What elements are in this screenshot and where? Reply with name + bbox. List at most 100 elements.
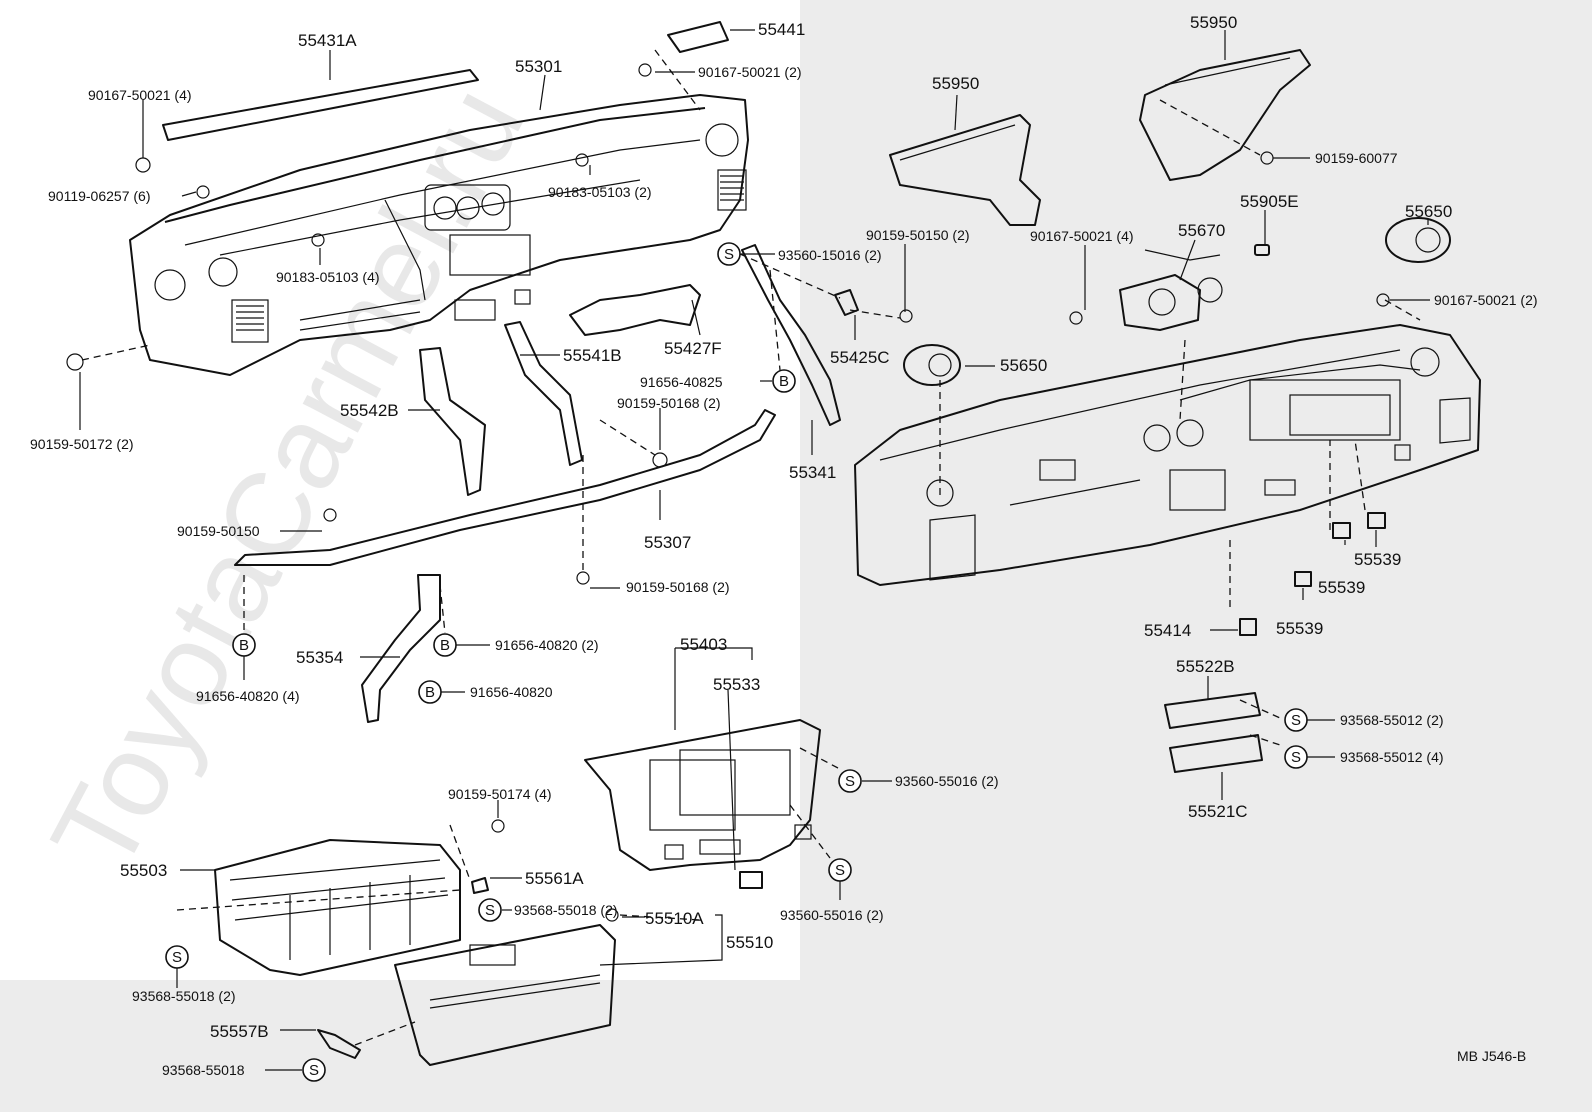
circle-s-marker: S	[302, 1058, 326, 1082]
label-93560-15016: 93560-15016 (2)	[778, 247, 882, 263]
label-93568-55018-2b: 93568-55018 (2)	[132, 988, 236, 1004]
label-55341: 55341	[789, 463, 836, 482]
label-93568-55012-4: 93568-55012 (4)	[1340, 749, 1444, 765]
leader-lines	[79, 29, 1430, 1071]
circle-s-marker: S	[828, 858, 852, 882]
bolt-icons	[66, 63, 1390, 922]
diagram-background-panel	[0, 0, 800, 980]
label-55425C: 55425C	[830, 348, 890, 367]
cover-55441	[667, 21, 729, 53]
label-90167-50021-4-top: 90167-50021 (4)	[88, 87, 192, 103]
cover-55533	[739, 871, 763, 889]
reinforcement-55307	[234, 409, 776, 566]
register-55670	[1119, 249, 1223, 331]
label-55541B: 55541B	[563, 346, 622, 365]
svg-text:S: S	[1291, 712, 1301, 729]
label-55503: 55503	[120, 861, 167, 880]
circle-b-marker: B	[418, 680, 442, 704]
latch-55561A	[471, 877, 489, 894]
circle-s-marker: S	[165, 945, 189, 969]
glove-box-55503	[214, 839, 461, 976]
label-55441: 55441	[758, 20, 805, 39]
bracket-55542B	[419, 347, 486, 496]
label-55557B: 55557B	[210, 1022, 269, 1041]
label-55521C: 55521C	[1188, 802, 1248, 821]
label-90159-50150-left: 90159-50150	[177, 523, 260, 539]
label-93568-55018-2a: 93568-55018 (2)	[514, 902, 618, 918]
ashtray-55521C	[1169, 734, 1263, 773]
strip-55431A	[162, 69, 479, 141]
label-90183-05103-4: 90183-05103 (4)	[276, 269, 380, 285]
cluster-finish-panel-55403	[584, 719, 821, 871]
switch-55539-a	[1332, 522, 1351, 539]
label-55650-right: 55650	[1405, 202, 1452, 221]
label-90167-50021-2-right: 90167-50021 (2)	[1434, 292, 1538, 308]
label-55403: 55403	[680, 635, 727, 654]
label-55427F: 55427F	[664, 339, 722, 358]
stopper-55557B	[317, 1029, 361, 1059]
label-55539-a: 55539	[1354, 550, 1401, 569]
label-90183-05103-2: 90183-05103 (2)	[548, 184, 652, 200]
label-55431A: 55431A	[298, 31, 357, 50]
label-90167-50021-2-top: 90167-50021 (2)	[698, 64, 802, 80]
label-55414: 55414	[1144, 621, 1191, 640]
label-55670: 55670	[1178, 221, 1225, 240]
brace-55354	[361, 574, 441, 723]
label-55510A: 55510A	[645, 909, 704, 928]
label-90159-50172: 90159-50172 (2)	[30, 436, 134, 452]
label-55301: 55301	[515, 57, 562, 76]
circle-b-marker: B	[232, 633, 256, 657]
svg-text:S: S	[845, 773, 855, 790]
circle-b-marker: B	[433, 633, 457, 657]
label-90119-06257: 90119-06257 (6)	[48, 188, 150, 204]
svg-text:B: B	[440, 637, 450, 654]
label-91656-40820-4: 91656-40820 (4)	[196, 688, 300, 704]
label-90167-50021-4-right: 90167-50021 (4)	[1030, 228, 1134, 244]
circle-s-marker: S	[1284, 745, 1308, 769]
label-90159-50168-top: 90159-50168 (2)	[617, 395, 721, 411]
svg-text:B: B	[425, 684, 435, 701]
label-93560-55016-b: 93560-55016 (2)	[780, 907, 884, 923]
svg-text:B: B	[779, 373, 789, 390]
label-55307: 55307	[644, 533, 691, 552]
label-93568-55012-2: 93568-55012 (2)	[1340, 712, 1444, 728]
label-90159-50150-2: 90159-50150 (2)	[866, 227, 970, 243]
bracket-55427F	[569, 284, 701, 336]
circle-s-marker: S	[717, 242, 741, 266]
svg-text:S: S	[485, 902, 495, 919]
vent-duct-55950-mid	[889, 114, 1041, 226]
register-55650-right	[1385, 217, 1451, 263]
clip-55905E	[1254, 244, 1270, 256]
part-labels: 55431A 55301 55441 90167-50021 (4) 90167…	[30, 13, 1538, 1078]
footer-code: MB J546-B	[1457, 1048, 1526, 1064]
label-91656-40820-2: 91656-40820 (2)	[495, 637, 599, 653]
svg-text:B: B	[239, 637, 249, 654]
label-55354: 55354	[296, 648, 343, 667]
label-55905E: 55905E	[1240, 192, 1299, 211]
circle-s-marker: S	[478, 898, 502, 922]
assembled-dashboard-drawing	[854, 324, 1481, 586]
vent-duct-55950-top	[1139, 49, 1311, 181]
svg-text:S: S	[1291, 749, 1301, 766]
label-55522B: 55522B	[1176, 657, 1235, 676]
label-55542B: 55542B	[340, 401, 399, 420]
switch-55539-c	[1294, 571, 1312, 587]
svg-text:S: S	[724, 246, 734, 263]
bracket-55425C	[834, 289, 859, 316]
label-90159-60077: 90159-60077	[1315, 150, 1398, 166]
register-55650-mid	[903, 344, 961, 386]
label-91656-40820: 91656-40820	[470, 684, 553, 700]
label-90159-50174: 90159-50174 (4)	[448, 786, 552, 802]
label-55950-mid: 55950	[932, 74, 979, 93]
label-55533: 55533	[713, 675, 760, 694]
label-55950-top: 55950	[1190, 13, 1237, 32]
glove-box-door-55510	[394, 924, 616, 1066]
label-55510: 55510	[726, 933, 773, 952]
switch-55539-b	[1367, 512, 1386, 529]
label-93568-55018: 93568-55018	[162, 1062, 245, 1078]
ashtray-55522B	[1164, 692, 1261, 729]
label-91656-40825: 91656-40825	[640, 374, 723, 390]
brace-55541B	[504, 321, 583, 466]
